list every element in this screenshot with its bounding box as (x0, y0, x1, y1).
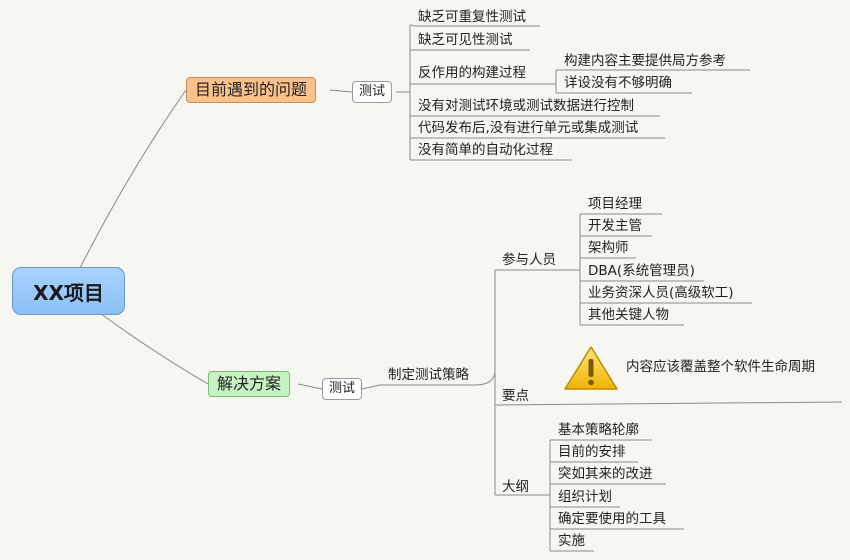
participant-item-3[interactable]: 架构师 (588, 240, 629, 256)
participant-item-5[interactable]: 业务资深人员(高级软工) (588, 285, 734, 301)
outline-item-2[interactable]: 目前的安排 (558, 444, 626, 460)
participant-item-4[interactable]: DBA(系统管理员) (588, 263, 695, 279)
problem-item-6[interactable]: 没有简单的自动化过程 (418, 142, 553, 158)
problems-topic[interactable]: 目前遇到的问题 (186, 77, 317, 103)
participant-item-1[interactable]: 项目经理 (588, 196, 642, 212)
participant-item-6[interactable]: 其他关键人物 (588, 307, 669, 323)
solution-test-box[interactable]: 测试 (322, 378, 363, 400)
keypoint-note[interactable]: 内容应该覆盖整个软件生命周期 (626, 359, 815, 375)
outline-item-1[interactable]: 基本策略轮廓 (558, 422, 639, 438)
solution-topic[interactable]: 解决方案 (208, 371, 291, 397)
problem-item-5[interactable]: 代码发布后,没有进行单元或集成测试 (418, 120, 639, 136)
problem-item-2[interactable]: 缺乏可见性测试 (418, 32, 513, 48)
problem-item-3[interactable]: 反作用的构建过程 (418, 65, 526, 81)
problems-test-box[interactable]: 测试 (352, 81, 393, 103)
participant-item-2[interactable]: 开发主管 (588, 218, 642, 234)
outline-item-4[interactable]: 组织计划 (558, 489, 612, 505)
warning-icon (564, 346, 618, 390)
strategy-node[interactable]: 制定测试策略 (388, 367, 469, 383)
problem-item-1[interactable]: 缺乏可重复性测试 (418, 9, 526, 25)
outline-node[interactable]: 大纲 (502, 479, 529, 495)
problem-sub-item-1[interactable]: 构建内容主要提供局方参考 (564, 53, 726, 69)
keypoints-node[interactable]: 要点 (502, 388, 529, 404)
problem-sub-item-2[interactable]: 详设没有不够明确 (564, 75, 672, 91)
outline-item-6[interactable]: 实施 (558, 533, 585, 549)
outline-item-5[interactable]: 确定要使用的工具 (558, 511, 666, 527)
problem-item-4[interactable]: 没有对测试环境或测试数据进行控制 (418, 98, 634, 114)
root-node[interactable]: XX项目 (12, 267, 125, 315)
outline-item-3[interactable]: 突如其来的改进 (558, 466, 653, 482)
participants-node[interactable]: 参与人员 (502, 252, 556, 268)
